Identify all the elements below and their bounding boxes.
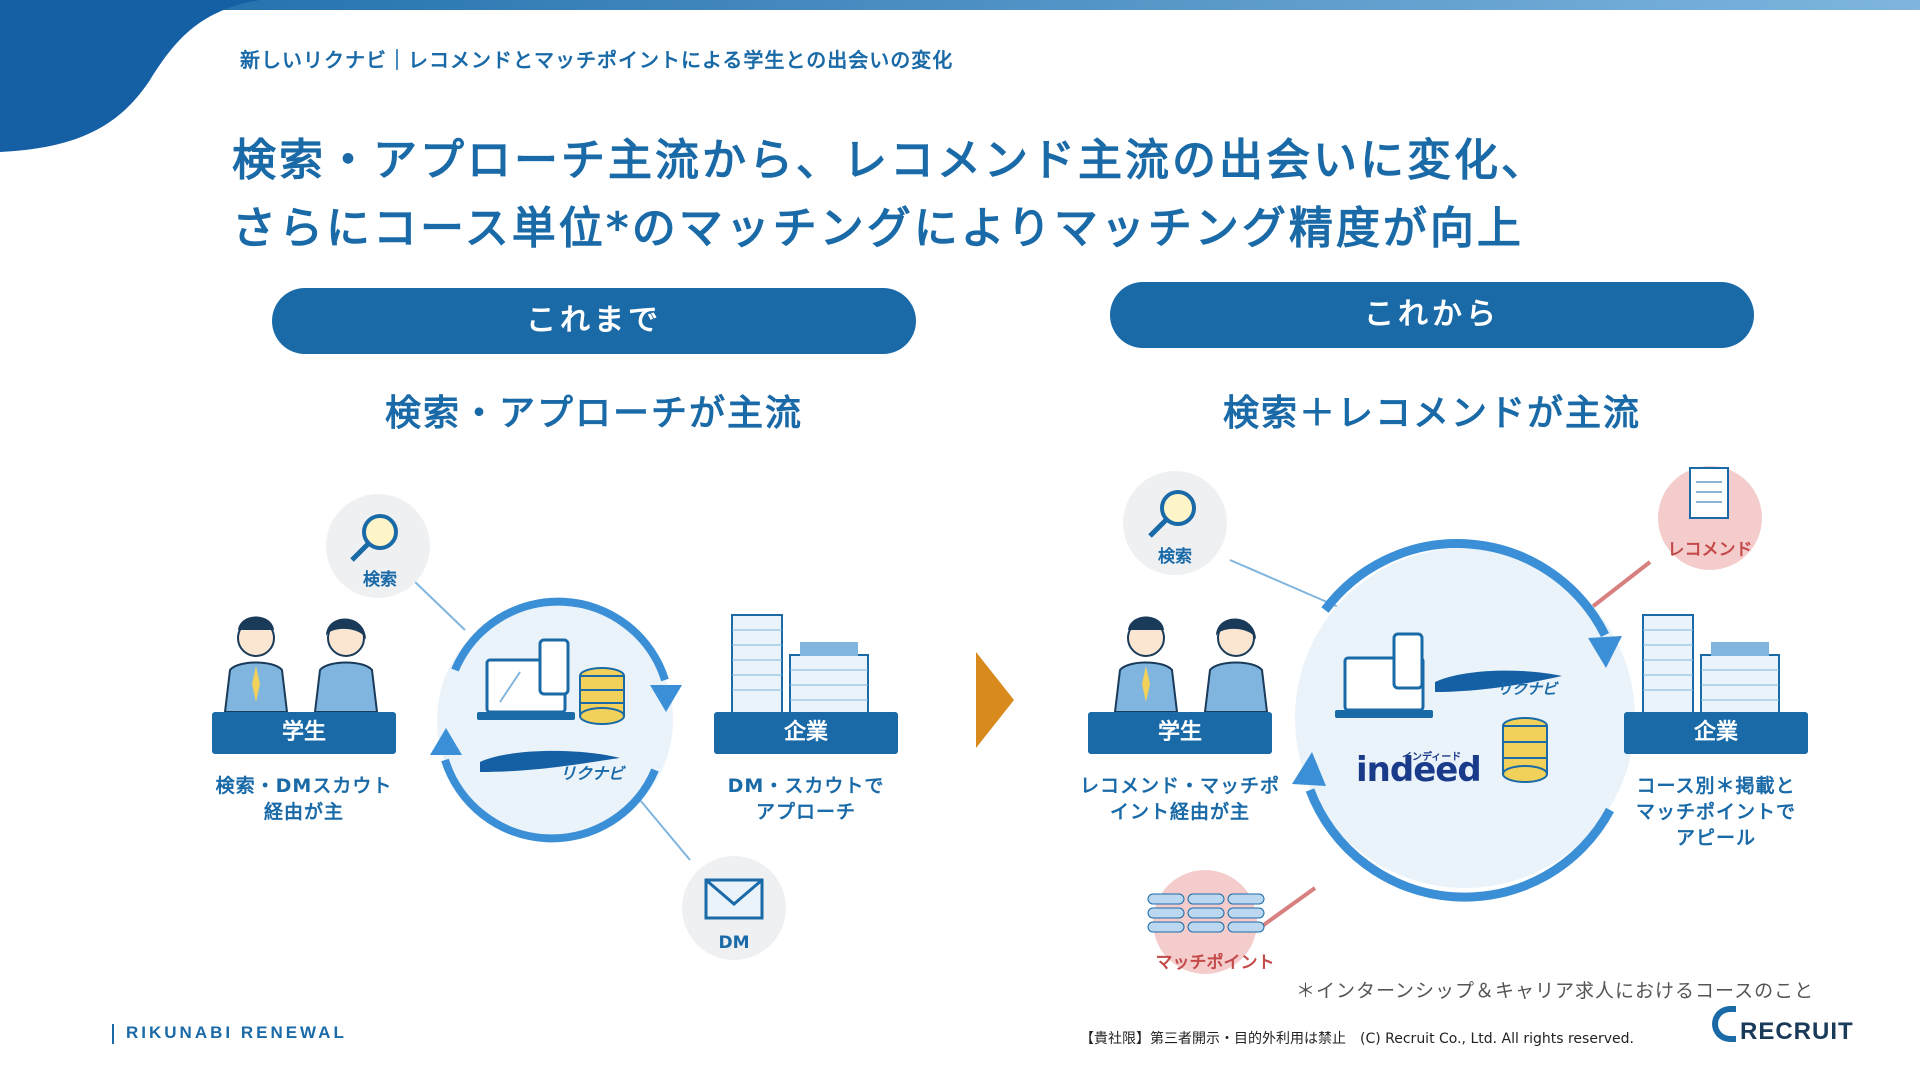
transition-arrow-icon [976, 652, 1014, 748]
cycle-arrow-head [650, 685, 682, 712]
after-diagram [1113, 466, 1780, 974]
company-buildings-after [1642, 614, 1780, 714]
matchpoint-icon [1147, 893, 1265, 933]
footer-brand: RIKUNABI RENEWAL [126, 1023, 347, 1042]
recruit-logo: RECRUIT [1740, 1018, 1854, 1045]
headline-line-2: さらにコース単位*のマッチングによりマッチング精度が向上 [232, 203, 1524, 254]
before-company-desc-line-1: DM・スカウトで [727, 775, 885, 797]
after-company-desc: コース別＊掲載と マッチポイントで アピール [1604, 773, 1828, 851]
after-company-label: 企業 [1624, 712, 1808, 754]
after-rikunabi-logo: リクナビ [1497, 680, 1558, 698]
before-student-desc-line-2: 経由が主 [263, 801, 344, 823]
before-pill: これまで [272, 288, 916, 354]
footer-copyright: 【貴社限】第三者開示・目的外利用は禁止 (C) Recruit Co., Ltd… [1080, 1031, 1634, 1047]
before-student-label: 学生 [212, 712, 396, 754]
after-matchpoint-bubble-label: マッチポイント [1155, 953, 1275, 973]
headline-line-1: 検索・アプローチ主流から、レコメンド主流の出会いに変化、 [232, 135, 1548, 186]
after-student-desc-line-2: イント経由が主 [1109, 801, 1250, 823]
after-student-desc-line-1: レコメンド・マッチポ [1079, 775, 1280, 797]
footnote: ＊インターンシップ＆キャリア求人におけるコースのこと [1296, 980, 1815, 1002]
company-buildings [731, 614, 869, 714]
before-company-desc: DM・スカウトで アプローチ [694, 773, 918, 825]
recruit-logo-mark [1712, 1006, 1736, 1042]
after-pill: これから [1110, 282, 1754, 348]
student-figures-after [1113, 616, 1269, 713]
before-company-desc-line-2: アプローチ [755, 801, 856, 823]
indeed-logo: indeed [1356, 750, 1482, 790]
before-diagram [223, 494, 869, 960]
database-icon-after [1502, 717, 1548, 783]
database-icon [579, 667, 625, 725]
after-recommend-bubble-label: レコメンド [1667, 540, 1753, 560]
before-center-logo: リクナビ [560, 764, 625, 783]
before-student-desc-line-1: 検索・DMスカウト [215, 775, 393, 797]
after-search-bubble-label: 検索 [1158, 547, 1192, 567]
after-subtitle: 検索＋レコメンドが主流 [1222, 393, 1641, 434]
before-search-bubble-label: 検索 [363, 570, 397, 590]
before-subtitle: 検索・アプローチが主流 [384, 393, 803, 434]
after-student-desc: レコメンド・マッチポ イント経由が主 [1060, 773, 1300, 825]
after-company-desc-line-1: コース別＊掲載と [1636, 775, 1796, 797]
before-dm-bubble-label: DM [718, 933, 750, 953]
footer-brand-divider [112, 1024, 114, 1044]
before-student-desc: 検索・DMスカウト 経由が主 [192, 773, 416, 825]
before-company-label: 企業 [714, 712, 898, 754]
student-figures [223, 616, 379, 713]
indeed-ruby: インディード [1402, 752, 1462, 763]
breadcrumb: 新しいリクナビ｜レコメンドとマッチポイントによる学生との出会いの変化 [240, 48, 954, 72]
after-company-desc-line-2: マッチポイントで [1635, 801, 1796, 823]
after-student-label: 学生 [1088, 712, 1272, 754]
header-decoration [0, 0, 1920, 152]
after-company-desc-line-3: アピール [1675, 827, 1756, 849]
